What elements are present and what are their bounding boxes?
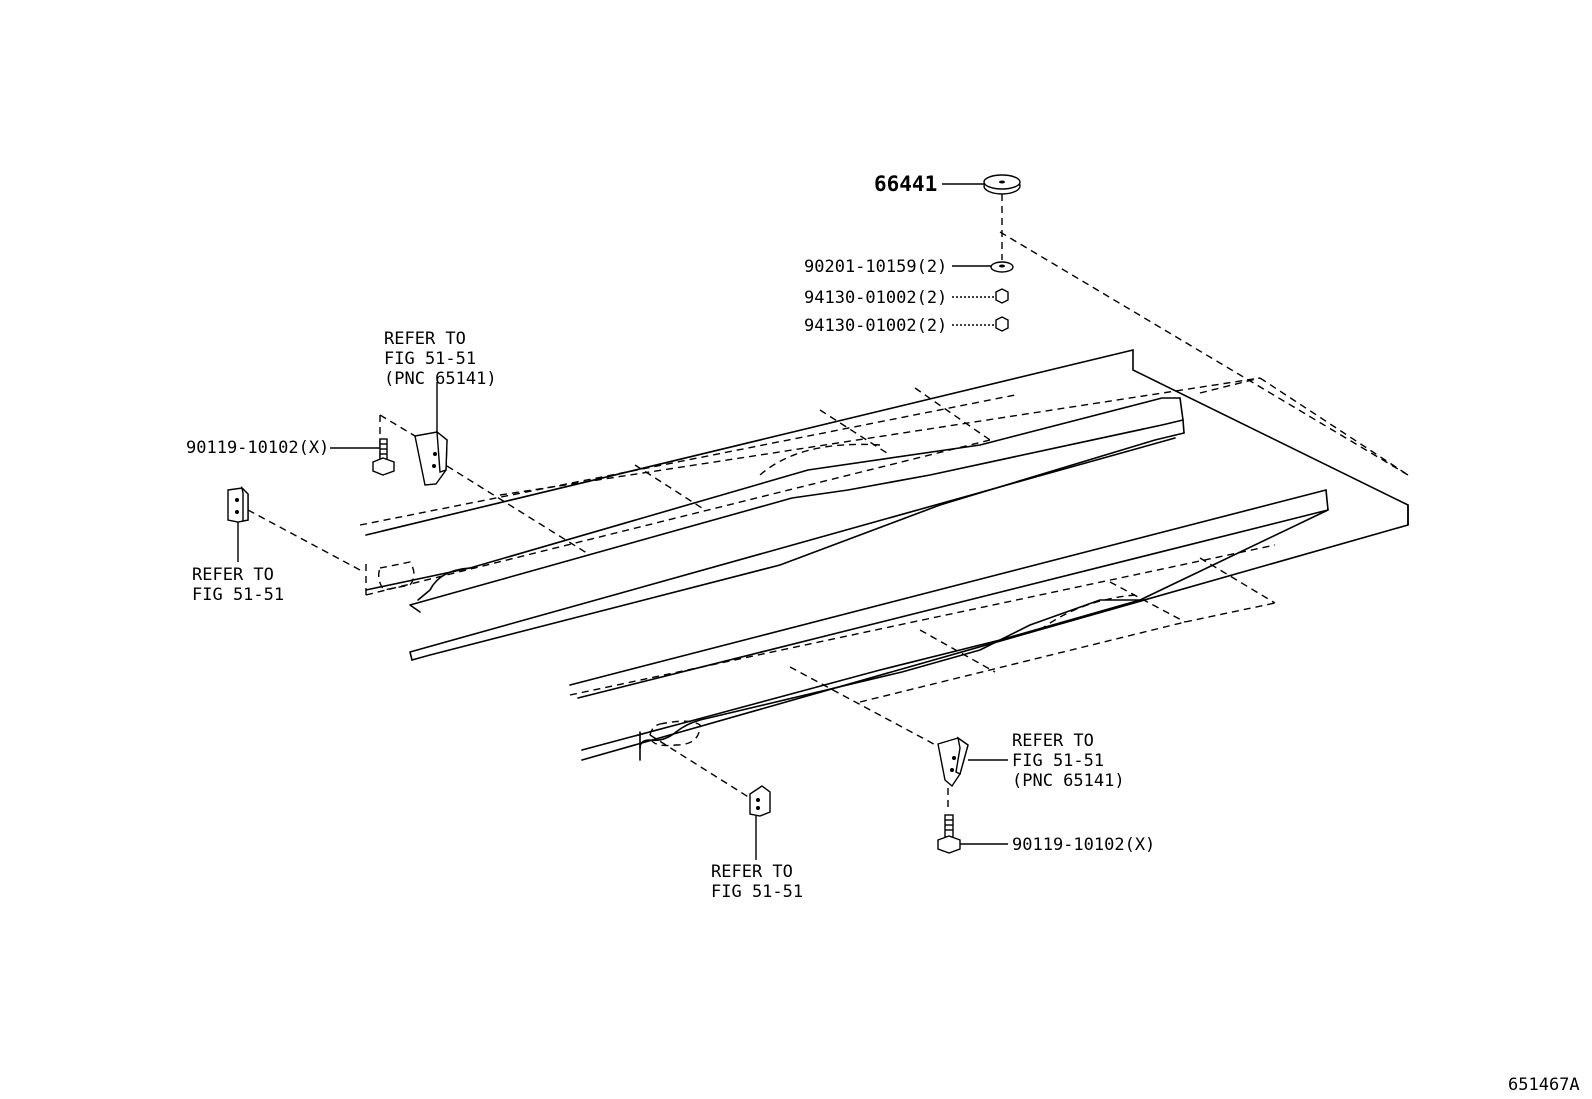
reference-line: FIG 51-51 <box>1012 751 1104 771</box>
bottom-bracket[interactable] <box>749 785 771 817</box>
reference-upper-left-clip[interactable]: REFER TO FIG 51-51 (PNC 65141) <box>384 329 497 389</box>
reference-line: FIG 51-51 <box>711 882 803 902</box>
nut-icon[interactable] <box>995 288 1009 304</box>
top-parts-stack <box>942 174 1021 332</box>
part-number-washer[interactable]: 90201-10159(2) <box>804 257 947 277</box>
bolt-icon[interactable] <box>937 814 961 854</box>
upper-left-clip[interactable] <box>414 382 448 486</box>
reference-line: REFER TO <box>192 565 274 585</box>
part-number-bolt[interactable]: 90119-10102(X) <box>186 438 329 458</box>
upper-rail <box>365 397 1185 661</box>
right-clip[interactable] <box>937 736 969 788</box>
floor-panel <box>365 349 1409 761</box>
reference-bottom-bracket[interactable]: REFER TO FIG 51-51 <box>711 862 803 902</box>
upper-dashed-outline <box>359 231 1409 596</box>
reference-line: FIG 51-51 <box>192 585 284 605</box>
reference-left-bracket[interactable]: REFER TO FIG 51-51 <box>192 565 284 605</box>
lower-rail <box>569 489 1329 761</box>
left-bracket[interactable] <box>227 485 249 523</box>
bolt-icon[interactable] <box>372 438 395 476</box>
lower-dashed-outline <box>569 544 1276 751</box>
part-number-66441[interactable]: 66441 <box>874 172 937 196</box>
reference-line: REFER TO <box>384 329 466 349</box>
grommet-icon[interactable] <box>983 174 1021 195</box>
washer-icon[interactable] <box>990 261 1014 273</box>
reference-right-clip[interactable]: REFER TO FIG 51-51 (PNC 65141) <box>1012 731 1125 791</box>
reference-line: FIG 51-51 <box>384 349 476 369</box>
part-number-bolt[interactable]: 90119-10102(X) <box>1012 835 1155 855</box>
part-number-nut[interactable]: 94130-01002(2) <box>804 316 947 336</box>
part-number-nut[interactable]: 94130-01002(2) <box>804 288 947 308</box>
reference-line: REFER TO <box>1012 731 1094 751</box>
reference-line: (PNC 65141) <box>1012 771 1125 791</box>
reference-line: (PNC 65141) <box>384 369 497 389</box>
nut-icon[interactable] <box>995 316 1009 332</box>
reference-line: REFER TO <box>711 862 793 882</box>
diagram-id: 651467A <box>1508 1075 1580 1095</box>
